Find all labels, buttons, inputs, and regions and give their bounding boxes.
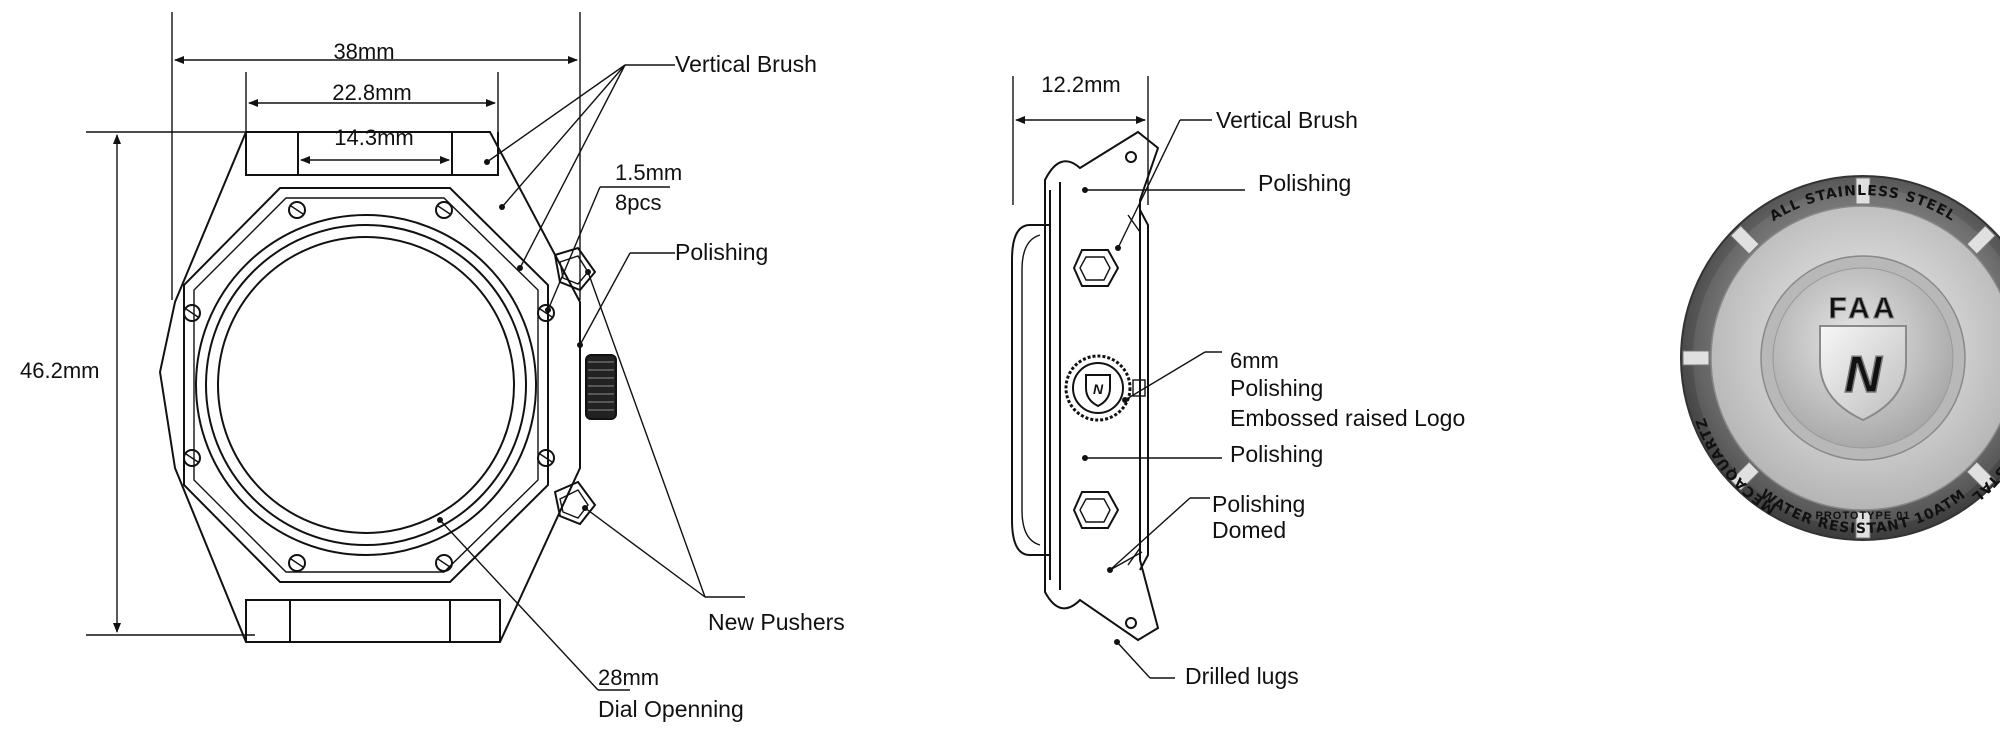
shield-letter: N	[1844, 346, 1883, 404]
side-pusher-bottom-icon	[1072, 491, 1120, 529]
dial-opening	[217, 236, 515, 534]
dim-lug-inner: 14.3mm	[334, 125, 413, 150]
side-label-polishing-mid: Polishing	[1230, 441, 1323, 467]
side-label-crown-polishing: Polishing	[1230, 375, 1323, 401]
dim-lug-outer: 22.8mm	[332, 80, 411, 105]
dim-width-overall: 38mm	[333, 39, 394, 64]
label-dial-opening: Dial Openning	[598, 696, 744, 722]
dim-thickness: 12.2mm	[1041, 72, 1120, 97]
drilled-hole-top	[1125, 151, 1137, 163]
side-label-polishing-bottom: Polishing	[1212, 491, 1305, 517]
side-label-drilled-lugs: Drilled lugs	[1185, 663, 1299, 689]
shield-logo-icon	[1819, 325, 1907, 422]
crown-logo-letter: N	[1093, 381, 1104, 397]
drilled-hole-bottom	[1125, 617, 1137, 629]
side-label-vertical-brush: Vertical Brush	[1216, 107, 1358, 133]
crown-icon	[585, 354, 617, 420]
dim-height: 46.2mm	[20, 358, 99, 383]
case-outline	[158, 131, 581, 643]
dim-crown-size: 6mm	[1230, 348, 1279, 373]
bezel-screw-icon	[183, 201, 555, 572]
dim-dial-size: 28mm	[598, 665, 659, 690]
model-label: PROTOTYPE 01	[1816, 510, 1911, 522]
brand-mark: FAA	[1829, 292, 1898, 325]
side-pusher-top-icon	[1072, 249, 1120, 287]
label-new-pushers: New Pushers	[708, 609, 845, 635]
front-view: 38mm 22.8mm 14.3mm 46.2mm	[20, 12, 845, 722]
label-polishing-front: Polishing	[675, 239, 768, 265]
caseback-view: ALL STAINLESS STEEL SAPPHIRE CRYSTAL WAT…	[1680, 175, 2000, 541]
case-profile	[1044, 130, 1160, 642]
side-view: 12.2mm N Vertical Brush Polishing	[1011, 72, 1465, 689]
bezel	[183, 187, 549, 583]
side-label-embossed-logo: Embossed raised Logo	[1230, 405, 1465, 431]
dim-screw-size: 1.5mm	[615, 160, 682, 185]
dim-screw-count: 8pcs	[615, 190, 661, 215]
label-vertical-brush: Vertical Brush	[675, 51, 817, 77]
side-label-domed: Domed	[1212, 517, 1286, 543]
side-label-polishing-top: Polishing	[1258, 170, 1351, 196]
